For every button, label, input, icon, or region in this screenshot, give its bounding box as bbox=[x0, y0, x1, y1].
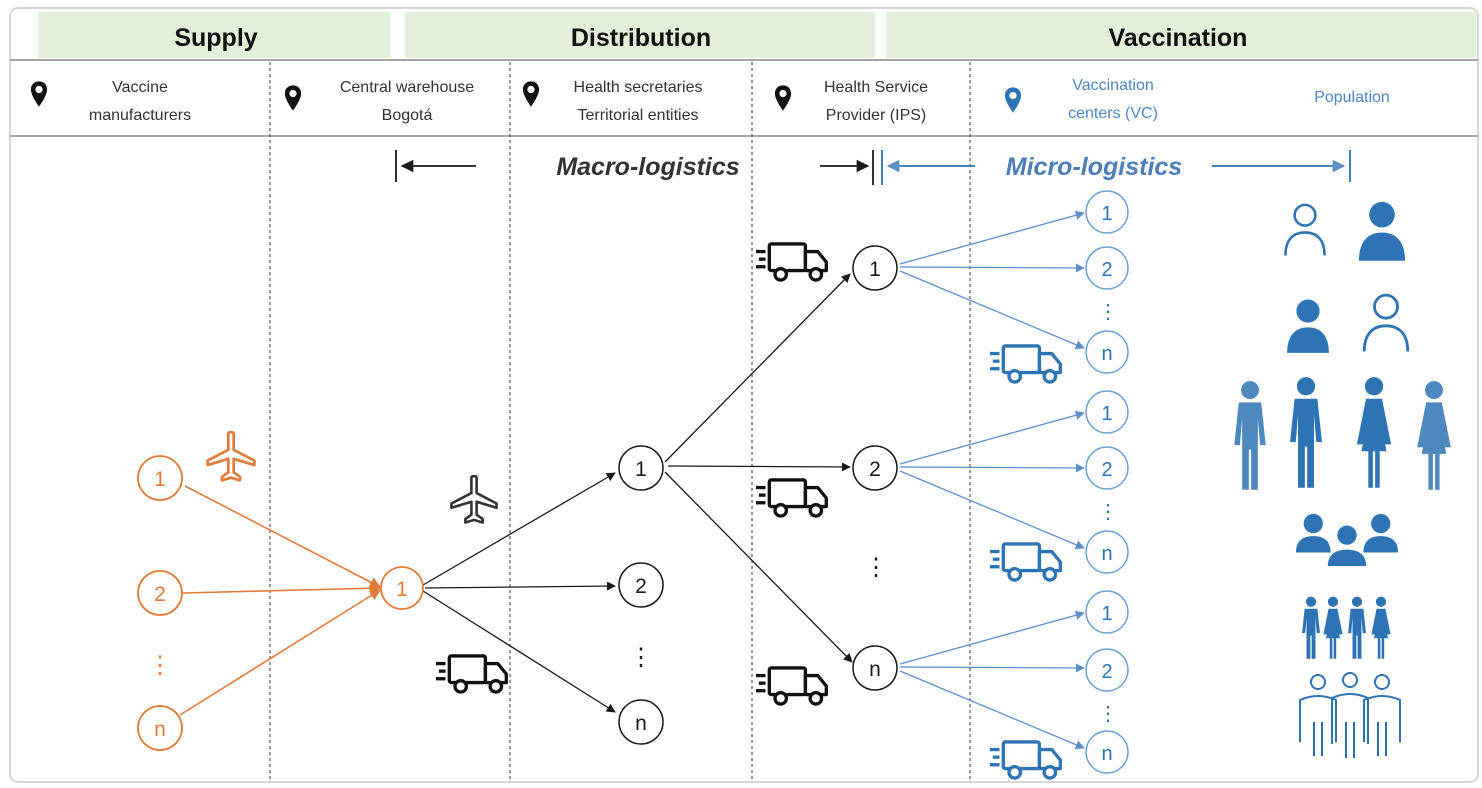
vc-node: n bbox=[1085, 530, 1129, 574]
population-icons bbox=[1234, 201, 1451, 758]
phase-band-supply bbox=[38, 12, 390, 58]
vc-node: 1 bbox=[1085, 390, 1129, 434]
svg-text:1: 1 bbox=[396, 578, 408, 601]
vc-node: 2 bbox=[1085, 446, 1129, 490]
stage-3-line1: Health secretaries bbox=[574, 79, 703, 96]
ellipsis: ⋮ bbox=[1098, 301, 1118, 323]
svg-text:1: 1 bbox=[1101, 403, 1112, 425]
phase-label-distribution: Distribution bbox=[571, 24, 711, 52]
ellipsis: ⋮ bbox=[1098, 703, 1118, 725]
phase-label-vaccination: Vaccination bbox=[1109, 24, 1248, 52]
vc-node: 2 bbox=[1085, 246, 1129, 290]
stage-5-line1: Vaccination bbox=[1072, 77, 1154, 94]
distribution-flow-edges bbox=[422, 273, 853, 713]
macro-logistics-label: Macro-logistics bbox=[556, 153, 739, 181]
macro-logistics-bracket bbox=[395, 150, 874, 185]
svg-text:n: n bbox=[1101, 343, 1112, 365]
stage-2-line1: Central warehouse bbox=[340, 79, 474, 96]
group-icon bbox=[1299, 672, 1401, 758]
warehouse-node: 1 bbox=[380, 566, 424, 610]
svg-text:n: n bbox=[635, 712, 647, 735]
vc-node: 1 bbox=[1085, 190, 1129, 234]
ips-node: n bbox=[852, 645, 898, 691]
manufacturer-node: n bbox=[137, 705, 183, 751]
secretary-node: 1 bbox=[618, 445, 664, 491]
svg-text:2: 2 bbox=[1101, 661, 1112, 683]
svg-text:1: 1 bbox=[154, 468, 166, 491]
svg-text:1: 1 bbox=[635, 458, 647, 481]
secretary-node: n bbox=[618, 699, 664, 745]
stage-3-line2: Territorial entities bbox=[578, 107, 699, 124]
svg-text:n: n bbox=[1101, 743, 1112, 765]
svg-text:2: 2 bbox=[1101, 259, 1112, 281]
vc-node: 2 bbox=[1085, 648, 1129, 692]
micro-logistics-bracket bbox=[881, 150, 1351, 185]
svg-text:2: 2 bbox=[154, 583, 166, 606]
svg-text:n: n bbox=[1101, 543, 1112, 565]
svg-text:2: 2 bbox=[635, 575, 647, 598]
micro-logistics-label: Micro-logistics bbox=[1006, 153, 1183, 181]
secretary-node: 2 bbox=[618, 562, 664, 608]
svg-text:1: 1 bbox=[1101, 603, 1112, 625]
stage-5-line2: centers (VC) bbox=[1068, 105, 1158, 122]
stage-4-line1: Health Service bbox=[824, 79, 928, 96]
phase-band-vaccination bbox=[886, 12, 1476, 58]
vaccination-flow-edges bbox=[899, 210, 1085, 750]
svg-text:2: 2 bbox=[869, 458, 881, 481]
manufacturer-node: 2 bbox=[137, 570, 183, 616]
manufacturer-node: 1 bbox=[137, 455, 183, 501]
vc-node: 1 bbox=[1085, 590, 1129, 634]
phase-band-distribution bbox=[405, 12, 875, 58]
ellipsis: ⋮ bbox=[864, 554, 888, 581]
ellipsis: ⋮ bbox=[1098, 501, 1118, 523]
ips-node: 2 bbox=[852, 445, 898, 491]
ellipsis: ⋮ bbox=[629, 644, 653, 671]
svg-text:n: n bbox=[154, 718, 166, 741]
stage-4-line2: Provider (IPS) bbox=[826, 107, 926, 124]
svg-text:2: 2 bbox=[1101, 459, 1112, 481]
svg-text:1: 1 bbox=[869, 258, 881, 281]
phase-label-supply: Supply bbox=[174, 24, 257, 52]
ips-node: 1 bbox=[852, 245, 898, 291]
stage-6-label: Population bbox=[1314, 89, 1390, 106]
stage-1-line2: manufacturers bbox=[89, 107, 191, 124]
svg-text:1: 1 bbox=[1101, 203, 1112, 225]
stage-1-line1: Vaccine bbox=[112, 79, 168, 96]
vc-node: n bbox=[1085, 730, 1129, 774]
ellipsis: ⋮ bbox=[148, 652, 172, 679]
stage-dividers bbox=[269, 62, 971, 782]
vc-node: n bbox=[1085, 330, 1129, 374]
supply-flow-edges bbox=[179, 485, 382, 716]
stage-2-line2: Bogotá bbox=[382, 107, 433, 124]
svg-text:n: n bbox=[869, 658, 881, 681]
